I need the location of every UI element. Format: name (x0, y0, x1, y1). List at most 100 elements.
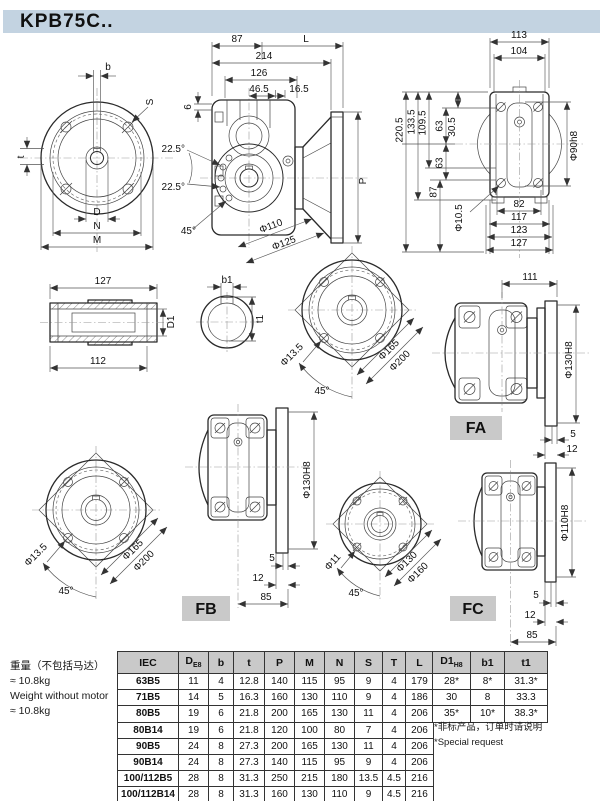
cell-iec: 90B5 (117, 737, 179, 755)
view-fc-side: Φ110H8 5 12 85 FC (450, 460, 586, 648)
table-row: 100/112B5 28 8 31.3 250 215 180 13.5 4.5… (117, 770, 434, 788)
dim-63b: 63 (435, 157, 446, 169)
cell-s: 7 (354, 721, 383, 739)
dim-angle-45: 45° (181, 226, 196, 237)
cell-t2: 4 (382, 705, 406, 723)
cell-b1: 8 (470, 689, 505, 707)
dim-109-5: 109.5 (418, 110, 429, 135)
cell-l: 206 (405, 721, 434, 739)
title-bar: KPB75C.. (3, 10, 600, 33)
cell-t2: 4 (382, 689, 406, 707)
cell-n: 130 (324, 705, 355, 723)
fc-label-box (450, 596, 496, 621)
dim-12-fa: 12 (566, 444, 578, 455)
cell-b1: 10* (470, 705, 505, 723)
dim-t1: t1 (255, 314, 266, 323)
cell-m: 165 (294, 737, 325, 755)
cell-m: 215 (294, 770, 325, 788)
cell-n: 180 (324, 770, 355, 788)
dim-46-5: 46.5 (249, 84, 269, 95)
cell-s: 13.5 (354, 770, 383, 788)
cell-p: 120 (264, 721, 295, 739)
dim-s: S (145, 98, 156, 105)
view-gearbox-side: 87 L 214 126 46.5 16.5 6 22.5° (162, 34, 370, 264)
view-fc-flange-face: Φ130 Φ160 Φ11 45° (323, 471, 442, 600)
cell-t: 12.8 (233, 672, 265, 691)
cell-m: 130 (294, 786, 325, 801)
cell-iec: 80B14 (117, 721, 179, 739)
shaft-bore-table: D1H8 b1 t1 28* 8* 31.3* 30 8 33.3 (432, 651, 548, 723)
col-b: b (208, 651, 234, 674)
dim-63a: 63 (435, 120, 446, 132)
cell-d: 11 (178, 672, 209, 691)
special-request-note: *非标产品，订单时请说明 *Special request (434, 720, 542, 750)
dim-85-fb: 85 (260, 592, 272, 603)
dim-5-fb: 5 (269, 553, 275, 564)
dim-87: 87 (231, 34, 243, 45)
cell-d: 19 (178, 721, 209, 739)
table-header-row: D1H8 b1 t1 (432, 651, 548, 674)
cell-t2: 4 (382, 672, 406, 691)
cell-iec: 100/112B14 (117, 786, 179, 801)
cell-p: 200 (264, 705, 295, 723)
cell-l: 206 (405, 737, 434, 755)
weight-note-en-value: ≈ 10.8kg (10, 705, 51, 717)
dim-123: 123 (511, 225, 528, 236)
table-row: 90B14 24 8 27.3 140 115 95 9 4 206 (117, 753, 434, 772)
cell-n: 80 (324, 721, 355, 739)
view-hollow-shaft: 127 112 D1 (40, 276, 177, 372)
dim-113: 113 (511, 30, 527, 41)
dim-45-fa: 45° (314, 386, 329, 397)
cell-m: 115 (294, 753, 325, 772)
cell-s: 11 (354, 737, 383, 755)
dim-n: N (93, 221, 100, 232)
weight-note-en: Weight without motor (10, 690, 109, 702)
cell-n: 110 (324, 786, 355, 801)
cell-d: 28 (178, 770, 209, 788)
col-s: S (354, 651, 383, 674)
dim-L: L (303, 34, 309, 45)
cell-t: 31.3 (233, 770, 265, 788)
cell-iec: 80B5 (117, 705, 179, 723)
dim-phi90h8: Φ90h8 (569, 130, 580, 161)
col-p: P (264, 651, 295, 674)
cell-t2: 4 (382, 721, 406, 739)
cell-s: 9 (354, 689, 383, 707)
dim-phi10-5: Φ10.5 (454, 204, 465, 232)
dim-phi130h8-fb: Φ130H8 (302, 461, 313, 499)
dim-87-rear: 87 (429, 186, 440, 198)
dim-phi11-fc: Φ11 (323, 551, 344, 572)
col-l: L (405, 651, 434, 674)
table-row: 30 8 33.3 (432, 689, 548, 707)
dim-phi110: Φ110 (258, 217, 285, 236)
cell-t1: 38.3* (504, 705, 548, 723)
cell-b: 8 (208, 737, 234, 755)
cell-d1: 35* (432, 705, 471, 723)
cell-l: 179 (405, 672, 434, 691)
fb-label-box (182, 596, 230, 621)
view-shaft-section: b1 t1 (196, 275, 266, 352)
dim-D1: D1 (166, 315, 177, 328)
dim-5-fa: 5 (570, 429, 576, 440)
table-row: 28* 8* 31.3* (432, 672, 548, 691)
cell-n: 130 (324, 737, 355, 755)
cell-b: 4 (208, 672, 234, 691)
dim-85-fc: 85 (526, 630, 538, 641)
cell-p: 160 (264, 689, 295, 707)
cell-l: 186 (405, 689, 434, 707)
dim-127: 127 (511, 238, 528, 249)
cell-d: 24 (178, 753, 209, 772)
table-row: 35* 10* 38.3* (432, 705, 548, 723)
weight-note-zh-value: ≈ 10.8kg (10, 675, 51, 687)
table-row: 63B5 11 4 12.8 140 115 95 9 4 179 (117, 672, 434, 691)
table-row: 80B5 19 6 21.8 200 165 130 11 4 206 (117, 705, 434, 723)
dim-214: 214 (256, 51, 273, 62)
cell-t1: 31.3* (504, 672, 548, 691)
cell-p: 140 (264, 753, 295, 772)
cell-d: 14 (178, 689, 209, 707)
table-header-row: IEC DE8 b t P M N S T L (117, 651, 434, 674)
dim-phi110h8-fc: Φ110H8 (560, 504, 571, 541)
note-zh: *非标产品，订单时请说明 (434, 722, 543, 733)
dim-phi13-5-fb: Φ13.5 (23, 541, 50, 568)
dim-220-5: 220.5 (395, 117, 406, 142)
